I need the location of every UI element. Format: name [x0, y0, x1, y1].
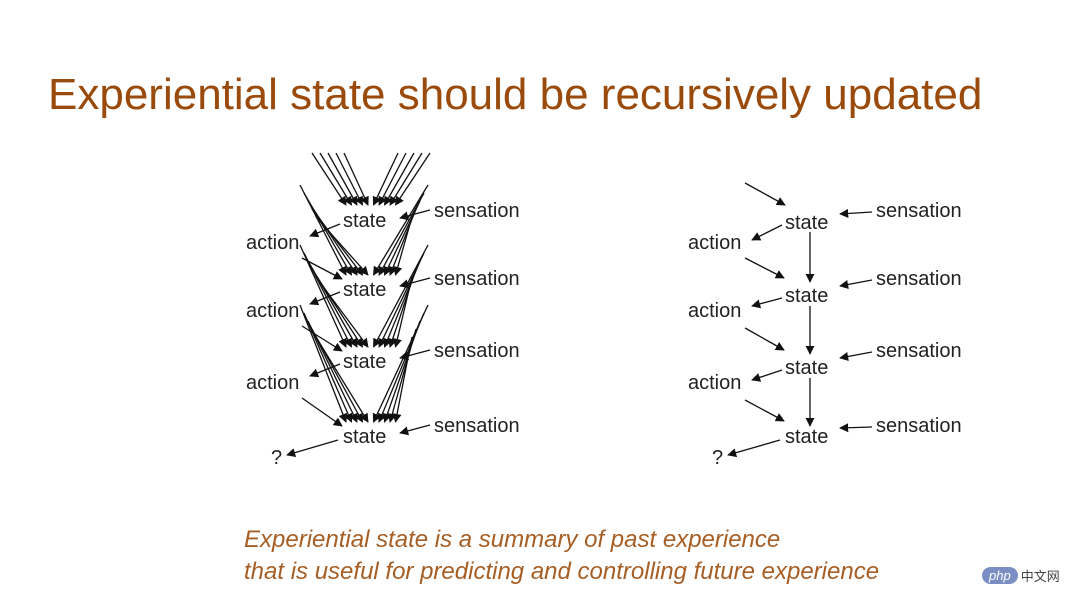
sensation-to-state-arrow: [839, 351, 873, 361]
sensation-label: sensation: [434, 268, 520, 290]
history-arrow: [335, 152, 364, 206]
sensation-label: sensation: [876, 415, 962, 437]
history-arrow: [299, 304, 348, 423]
slide-title: Experiential state should be recursively…: [48, 70, 983, 119]
sensation-to-state-arrow: [839, 423, 873, 433]
history-arrow: [311, 152, 347, 206]
sensation-to-state-arrow: [399, 277, 431, 289]
state-label: state: [343, 210, 386, 232]
state-label: state: [785, 426, 828, 448]
history-arrow: [394, 152, 431, 206]
watermark-text: 中文网: [1020, 569, 1060, 584]
state-to-action-arrow: [751, 224, 783, 241]
state-to-output-arrow: [727, 439, 781, 458]
sensation-label: sensation: [876, 268, 962, 290]
state-to-output-arrow: [286, 439, 339, 458]
history-arrow: [307, 200, 358, 276]
history-arrow: [393, 216, 413, 276]
state-label: state: [785, 285, 828, 307]
watermark: php 中文网: [982, 566, 1060, 585]
right-diagram: state state state state sensation sensat…: [688, 200, 962, 469]
sensation-to-state-arrow: [399, 349, 431, 361]
action-label: action: [688, 300, 741, 322]
sensation-label: sensation: [434, 415, 520, 437]
action-label: action: [688, 372, 741, 394]
history-arrow: [311, 208, 364, 276]
state-label: state: [785, 357, 828, 379]
state-to-action-arrow: [751, 369, 783, 382]
sensation-label: sensation: [876, 340, 962, 362]
state-label: state: [785, 212, 828, 234]
history-arrow: [319, 152, 353, 206]
history-arrow: [392, 276, 413, 348]
history-arrow: [315, 216, 369, 276]
action-label: action: [246, 372, 299, 394]
history-arrow: [392, 336, 413, 423]
state-label: state: [343, 279, 386, 301]
history-arrow: [327, 152, 358, 206]
left-diagram-arrows: [286, 152, 431, 458]
caption: Experiential state is a summary of past …: [244, 524, 879, 588]
prior-to-state-arrow: [744, 182, 786, 206]
question-mark: ?: [712, 447, 723, 469]
history-arrow: [387, 328, 417, 423]
history-arrow: [343, 152, 369, 206]
right-diagram-arrows: [727, 182, 873, 458]
action-to-state-arrow: [744, 399, 785, 422]
history-arrow: [315, 276, 369, 348]
state-label: state: [343, 426, 386, 448]
sensation-to-state-arrow: [399, 209, 431, 221]
history-arrow: [378, 192, 425, 276]
action-label: action: [246, 300, 299, 322]
sensation-label: sensation: [876, 200, 962, 222]
action-label: action: [688, 232, 741, 254]
sensation-label: sensation: [434, 340, 520, 362]
state-label: state: [343, 351, 386, 373]
sensation-to-state-arrow: [399, 424, 431, 436]
sensation-to-state-arrow: [839, 208, 873, 219]
history-arrow: [388, 268, 417, 348]
php-logo: php: [982, 567, 1018, 584]
caption-line-1: Experiential state is a summary of past …: [244, 526, 781, 553]
action-label: action: [246, 232, 299, 254]
state-to-action-arrow: [309, 291, 341, 306]
action-to-state-arrow: [301, 325, 343, 352]
history-arrow: [378, 152, 407, 206]
action-to-state-arrow: [744, 257, 785, 279]
history-arrow: [315, 336, 369, 423]
sensation-to-state-arrow: [839, 279, 873, 289]
history-arrow: [299, 244, 347, 348]
state-to-action-arrow: [751, 297, 783, 309]
left-diagram: state state state state sensation sensat…: [246, 200, 520, 469]
sensation-label: sensation: [434, 200, 520, 222]
history-arrow: [372, 184, 429, 276]
history-arrow: [383, 152, 415, 206]
history-arrow: [303, 312, 353, 423]
caption-line-2: that is useful for predicting and contro…: [244, 558, 880, 585]
question-mark: ?: [271, 447, 282, 469]
action-to-state-arrow: [744, 327, 785, 351]
action-to-state-arrow: [301, 257, 343, 280]
history-arrow: [372, 152, 399, 206]
action-to-state-arrow: [301, 397, 343, 427]
